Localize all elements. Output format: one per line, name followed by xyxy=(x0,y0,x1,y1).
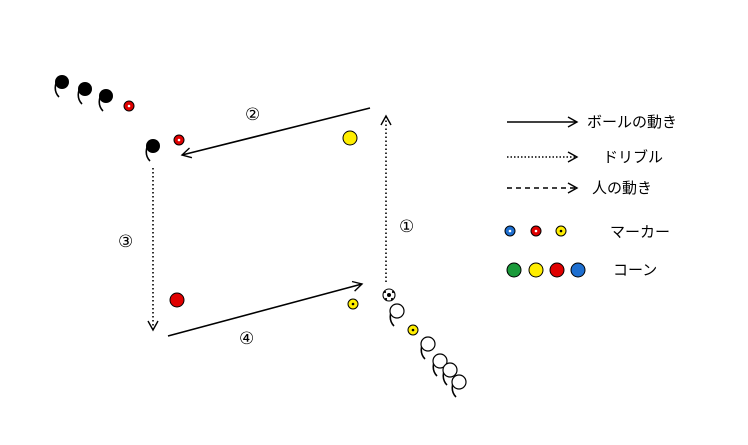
legend-ball-label: ボールの動き xyxy=(587,113,677,131)
legend-cone-green xyxy=(506,262,522,278)
step-label-1: ① xyxy=(399,217,414,237)
player-dark xyxy=(98,88,114,112)
player-light xyxy=(389,303,405,327)
legend-player-label: 人の動き xyxy=(592,179,652,197)
legend-marker-yellow xyxy=(555,225,567,237)
pass-arrow-2 xyxy=(180,107,371,159)
player-dark xyxy=(54,74,70,98)
player-light xyxy=(420,336,436,360)
player-dark xyxy=(77,81,93,105)
legend-cone-blue xyxy=(570,262,586,278)
legend-marker-red xyxy=(530,225,542,237)
cone-red xyxy=(169,292,185,308)
legend-marker-blue xyxy=(504,225,516,237)
step-label-3: ③ xyxy=(118,232,133,252)
legend-marker-label: マーカー xyxy=(610,223,670,241)
legend-dribble-label: ドリブル xyxy=(603,148,663,166)
cone-yellow xyxy=(342,130,358,146)
marker-yellow xyxy=(407,324,419,336)
marker-red xyxy=(173,134,185,146)
legend-cone-red xyxy=(549,262,565,278)
marker-yellow xyxy=(347,298,359,310)
legend: ボールの動き ドリブル 人の動き マーカー コーン xyxy=(504,113,677,279)
soccer-ball-icon xyxy=(382,288,396,302)
step-label-2: ② xyxy=(245,105,260,125)
player-light xyxy=(451,374,467,398)
legend-cone-yellow xyxy=(528,262,544,278)
legend-cone-label: コーン xyxy=(613,261,657,279)
step-label-4: ④ xyxy=(239,329,254,349)
player-dark-receiver xyxy=(145,138,161,162)
pass-arrow-4 xyxy=(167,280,364,337)
marker-red xyxy=(123,100,135,112)
